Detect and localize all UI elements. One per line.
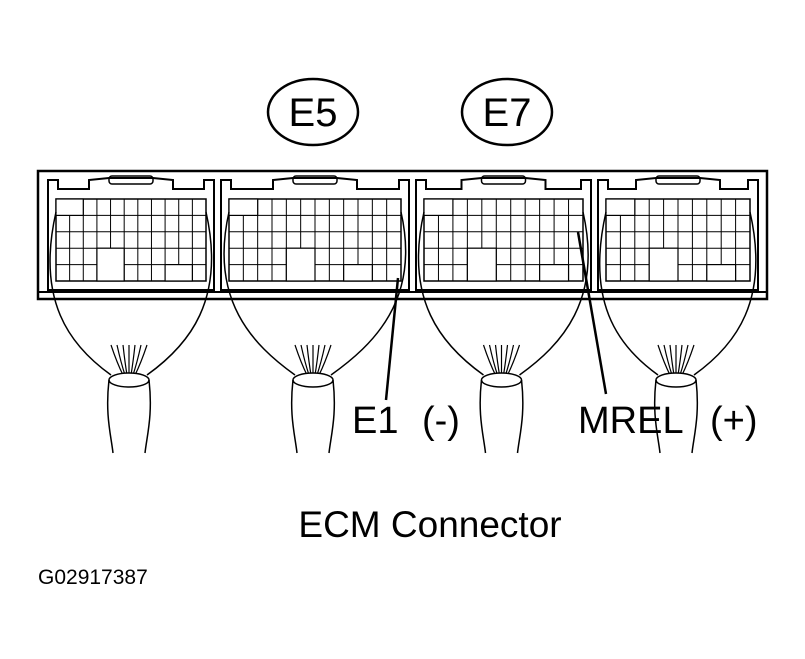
connector-module-1 (47, 175, 215, 291)
connector-module-4 (597, 175, 759, 291)
module-housing (220, 177, 410, 291)
mrel-leader-line (576, 231, 608, 395)
latch-tab (292, 175, 338, 185)
connector-module-2 (220, 175, 410, 291)
wire-bundles (49, 211, 757, 454)
leader-lines (384, 231, 608, 401)
terminal-e1-name: E1 (352, 400, 398, 442)
connector-module-3 (415, 175, 592, 291)
terminal-mrel-polarity: (+) (710, 400, 758, 442)
wire-bundle-3 (417, 211, 589, 454)
callout-e7: E7 (460, 77, 554, 147)
e1-leader-line (384, 277, 400, 401)
latch-tab (108, 175, 154, 185)
callout-e7-label: E7 (483, 91, 532, 135)
diagram-caption: ECM Connector (298, 504, 561, 545)
pin-grid (423, 198, 584, 282)
callout-e5: E5 (266, 77, 360, 147)
pin-grid (55, 198, 207, 282)
wire-bundle-2 (223, 211, 407, 454)
module-housing (415, 177, 592, 291)
terminal-e1-polarity: (-) (422, 400, 460, 442)
figure-id: G02917387 (38, 566, 148, 589)
wire-bundle-1 (49, 211, 213, 454)
latch-tab (655, 175, 701, 185)
ecm-connector-body (36, 169, 769, 301)
module-housing (47, 177, 215, 291)
module-housing (597, 177, 759, 291)
wire-bundle-4 (598, 211, 757, 454)
terminal-mrel-name: MREL (578, 400, 684, 442)
pin-grid (605, 198, 751, 282)
pin-grid (228, 198, 402, 282)
latch-tab (480, 175, 527, 185)
callout-e5-label: E5 (289, 91, 338, 135)
